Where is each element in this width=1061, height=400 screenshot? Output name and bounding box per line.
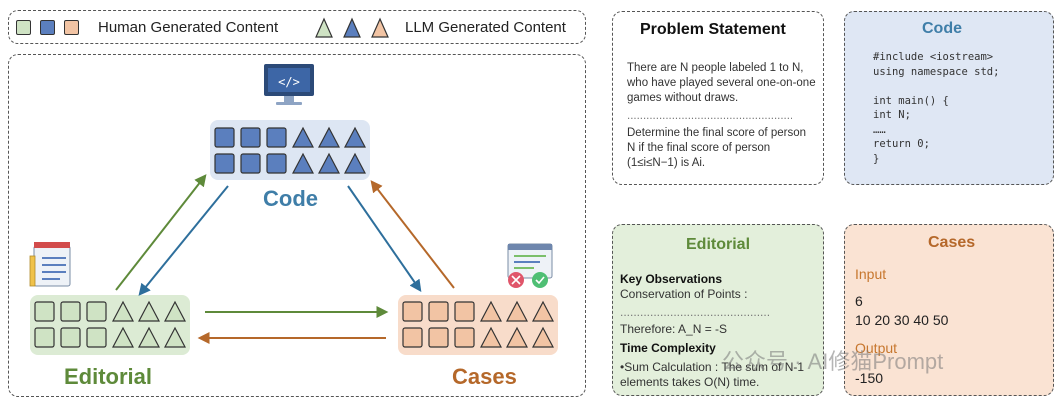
code-line: using namespace std;: [873, 65, 1000, 78]
problem-statement-panel: [612, 11, 824, 185]
legend-box: [8, 10, 586, 44]
legend-llm-label: LLM Generated Content: [405, 19, 566, 36]
code-panel-title: Code: [922, 20, 962, 37]
svg-text:</>: </>: [278, 75, 300, 89]
code-line: int main() {: [873, 94, 949, 107]
llm-content-triangle: [164, 326, 186, 348]
code-line: ……: [873, 123, 886, 136]
arrow-editorial-to-code: [115, 174, 207, 291]
problem-statement-body: There are N people labeled 1 to N, who h…: [627, 61, 817, 171]
problem-statement-p1: There are N people labeled 1 to N, who h…: [627, 62, 816, 104]
test-window-icon: [507, 243, 553, 288]
human-content-square: [60, 327, 81, 348]
human-content-square: [454, 301, 475, 322]
llm-content-triangle: [532, 300, 554, 322]
watermark-text: 公众号 · AI修猫Prompt: [722, 349, 944, 374]
legend-human-editorial-square: [16, 20, 31, 35]
problem-statement-title: Problem Statement: [640, 21, 786, 38]
llm-content-triangle: [112, 300, 134, 322]
human-content-square: [214, 127, 235, 148]
editorial-panel-title: Editorial: [686, 236, 751, 253]
code-listing: #include <iostream>using namespace std; …: [873, 50, 999, 166]
human-content-square: [428, 301, 449, 322]
human-content-square: [86, 327, 107, 348]
human-content-square: [266, 127, 287, 148]
legend-human-code-square: [40, 20, 55, 35]
cases-panel-title: Cases: [928, 234, 976, 251]
llm-content-triangle: [480, 300, 502, 322]
conservation-text: Conservation of Points :: [620, 287, 748, 301]
human-content-square: [402, 301, 423, 322]
key-observations-heading: Key Observations: [620, 272, 723, 286]
llm-content-triangle: [344, 126, 366, 148]
sum-calc-text: •Sum Calculation : The sum of N-1 elemen…: [620, 360, 805, 389]
legend-llm-triangles: [315, 17, 389, 38]
problem-statement-separator: ........................................…: [627, 110, 792, 122]
cases-node-label: Cases: [452, 364, 517, 389]
cases-output-value: -150: [855, 370, 884, 386]
legend-human-label: Human Generated Content: [98, 19, 279, 36]
llm-content-triangle: [532, 326, 554, 348]
cases-output-label: Output: [855, 340, 898, 356]
monitor-code-icon: </>: [264, 64, 314, 105]
human-content-square: [240, 127, 261, 148]
llm-content-triangle: [112, 326, 134, 348]
llm-content-triangle: [344, 152, 366, 174]
human-content-square: [34, 327, 55, 348]
llm-content-triangle: [318, 126, 340, 148]
document-icon: [29, 242, 71, 287]
cases-input-line1: 6: [855, 293, 863, 309]
time-complexity-heading: Time Complexity: [620, 341, 716, 355]
editorial-node-shapes: [34, 300, 186, 348]
cases-panel: [844, 224, 1054, 396]
arrow-code-to-cases: [347, 185, 422, 292]
cases-node-shapes: [402, 300, 554, 348]
human-content-square: [60, 301, 81, 322]
human-content-square: [214, 153, 235, 174]
human-content-square: [428, 327, 449, 348]
code-node-label: Code: [263, 186, 318, 211]
diagram-box: [8, 54, 586, 397]
editorial-node-label: Editorial: [64, 364, 153, 389]
code-line: int N;: [873, 109, 911, 121]
human-content-square: [240, 153, 261, 174]
code-panel: [844, 11, 1054, 185]
human-content-square: [34, 301, 55, 322]
llm-content-triangle: [506, 300, 528, 322]
llm-content-triangle: [480, 326, 502, 348]
code-node-shapes: [214, 126, 366, 174]
llm-content-triangle: [318, 152, 340, 174]
therefore-text: Therefore: A_N = -S: [620, 322, 728, 336]
legend-human-cases-square: [64, 20, 79, 35]
cases-input-label: Input: [855, 266, 887, 282]
editorial-panel: [612, 224, 824, 396]
cases-input-line2: 10 20 30 40 50: [855, 312, 949, 328]
problem-statement-p2: Determine the final score of person N if…: [627, 127, 806, 169]
code-line: #include <iostream>: [873, 51, 994, 63]
llm-content-triangle: [506, 326, 528, 348]
code-line: }: [873, 152, 880, 165]
llm-content-triangle: [138, 300, 160, 322]
editorial-body: Key Observations Conservation of Points …: [620, 272, 816, 390]
human-content-square: [454, 327, 475, 348]
human-content-square: [86, 301, 107, 322]
code-line: return 0;: [873, 138, 930, 150]
code-line: [873, 79, 999, 94]
llm-content-triangle: [292, 126, 314, 148]
legend-llm-cases-triangle: [371, 17, 389, 38]
legend-llm-editorial-triangle: [315, 17, 333, 38]
legend-llm-code-triangle: [343, 17, 361, 38]
editorial-separator: ........................................…: [620, 305, 770, 319]
cycle-diagram: </>: [29, 64, 558, 355]
llm-content-triangle: [138, 326, 160, 348]
human-content-square: [266, 153, 287, 174]
arrow-cases-to-code: [370, 180, 455, 289]
llm-content-triangle: [164, 300, 186, 322]
human-content-square: [402, 327, 423, 348]
arrow-code-to-editorial: [138, 185, 229, 296]
llm-content-triangle: [292, 152, 314, 174]
